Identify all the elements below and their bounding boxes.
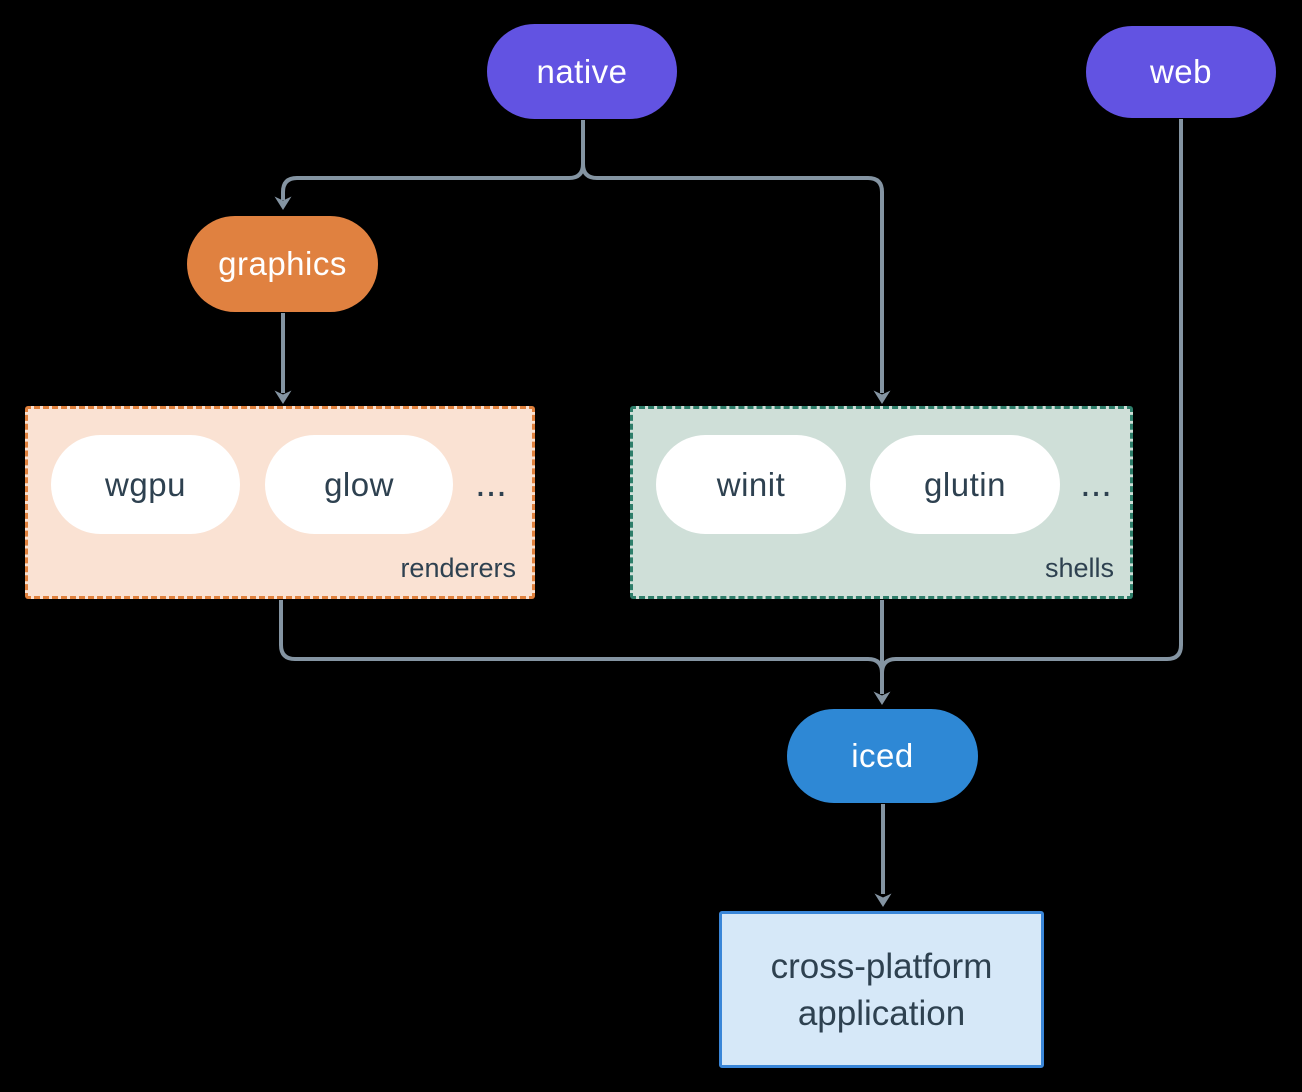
renderers-ellipsis: ... bbox=[475, 463, 507, 505]
edge-native-shells bbox=[581, 120, 884, 393]
arrowhead-into-app bbox=[874, 893, 892, 907]
node-graphics: graphics bbox=[187, 216, 378, 312]
renderers-group-label: renderers bbox=[400, 553, 516, 583]
group-shells: winit glutin ... shells bbox=[630, 406, 1133, 599]
pill-glow: glow bbox=[265, 435, 453, 534]
pill-winit: winit bbox=[656, 435, 846, 534]
pill-glutin: glutin bbox=[870, 435, 1060, 534]
pill-glow-label: glow bbox=[324, 465, 394, 503]
shells-ellipsis: ... bbox=[1080, 463, 1112, 505]
node-iced-label: iced bbox=[851, 737, 914, 774]
edge-native-graphics bbox=[281, 120, 585, 200]
arrowhead-into-shells bbox=[873, 390, 891, 404]
node-web: web bbox=[1086, 26, 1276, 118]
pill-glutin-label: glutin bbox=[924, 465, 1006, 503]
arrowhead-into-graphics bbox=[274, 196, 292, 210]
pill-wgpu: wgpu bbox=[51, 435, 240, 534]
node-iced: iced bbox=[787, 709, 978, 803]
arrowhead-into-renderers bbox=[274, 390, 292, 404]
pill-wgpu-label: wgpu bbox=[105, 465, 186, 503]
edge-renderers-merge bbox=[279, 600, 884, 674]
app-label-line2: application bbox=[797, 993, 966, 1033]
node-cross-platform-application: cross-platform application bbox=[719, 911, 1044, 1068]
shells-group-label: shells bbox=[1044, 553, 1114, 583]
app-label-line1: cross-platform bbox=[770, 946, 993, 986]
node-graphics-label: graphics bbox=[218, 245, 347, 282]
node-native: native bbox=[487, 24, 677, 119]
arrowhead-into-iced bbox=[873, 691, 891, 705]
pill-winit-label: winit bbox=[716, 465, 786, 503]
node-native-label: native bbox=[536, 52, 628, 90]
group-renderers: wgpu glow ... renderers bbox=[25, 406, 535, 599]
node-web-label: web bbox=[1149, 53, 1213, 90]
